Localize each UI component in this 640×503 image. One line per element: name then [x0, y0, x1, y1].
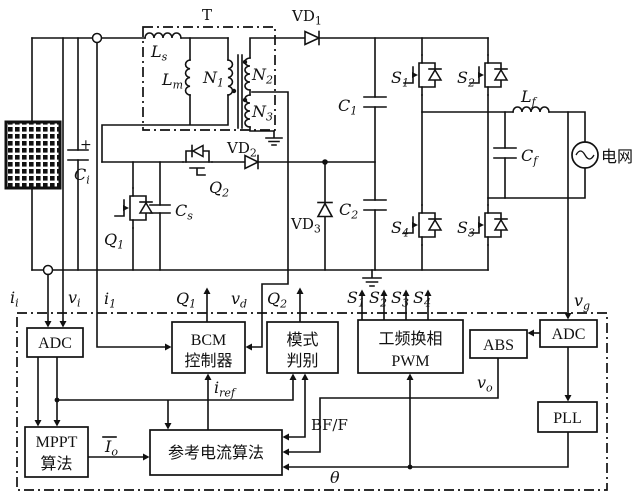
label-cf: Cf: [521, 146, 539, 168]
power-stage-wires: [31, 32, 586, 348]
label-block-mode-1: 模式: [286, 331, 318, 349]
label-lf: Lf: [520, 87, 538, 109]
mosfet-s2-icon: [469, 54, 509, 96]
label-sig-s2: S2: [369, 288, 387, 310]
block-adc-left: [26, 327, 84, 358]
mosfet-q1-icon: [114, 187, 154, 229]
label-n3: N3: [251, 102, 273, 124]
label-s3: S3: [457, 218, 475, 240]
label-transformer: T: [202, 6, 212, 24]
block-ref-current: [149, 429, 283, 476]
mosfet-s3-icon: [469, 204, 509, 246]
label-block-mppt-2: 算法: [40, 454, 72, 473]
label-c1: C1: [338, 96, 357, 118]
label-ci: Ci: [74, 165, 90, 187]
diode-vd3-icon: [316, 201, 334, 218]
block-mode-detect: [266, 321, 339, 374]
label-block-mode-2: 判别: [286, 352, 318, 370]
label-vd3: VD3: [290, 215, 321, 236]
label-block-adc-left: ADC: [38, 335, 72, 352]
label-c2: C2: [339, 200, 358, 222]
label-s4: S4: [391, 218, 409, 240]
block-pll: [537, 401, 598, 433]
block-adc-right: [539, 319, 598, 348]
diode-vd1-icon: [304, 30, 321, 46]
pv-panel-icon: [4, 120, 62, 190]
mosfet-q2-icon: [182, 144, 213, 176]
label-block-adc-right: ADC: [552, 326, 586, 343]
label-block-abs: ABS: [483, 337, 514, 354]
svg-text:Io: Io: [104, 437, 118, 459]
label-sig-s4: S4: [413, 288, 431, 310]
label-ci-plus: +: [80, 137, 92, 153]
label-s1: S1: [391, 68, 409, 90]
transformer-box: [142, 26, 276, 131]
label-sig-q2: Q2: [267, 289, 287, 311]
label-block-ref: 参考电流算法: [168, 443, 264, 462]
label-vd2: VD2: [226, 139, 257, 160]
label-sig-theta: θ: [330, 468, 340, 487]
label-sig-s3: S3: [391, 288, 409, 310]
label-n2: N2: [251, 65, 273, 87]
label-grid: 电网: [601, 148, 633, 166]
label-sig-q1: Q1: [176, 289, 196, 311]
control-section-border: [16, 312, 608, 491]
label-sig-vo: vo: [477, 373, 493, 395]
ground-icon-n3: [265, 130, 283, 146]
label-sig-ii: ii: [10, 288, 19, 310]
label-q1: Q1: [104, 230, 124, 252]
label-sig-bff: BF/F: [311, 416, 348, 434]
label-sig-s1: S1: [347, 288, 365, 310]
label-vd1: VD1: [291, 7, 322, 28]
label-block-pwm-1: 工频换相: [378, 330, 442, 348]
block-line-freq-pwm: [357, 319, 464, 374]
label-lm: Lm: [161, 70, 183, 92]
label-sig-iref: iref: [214, 378, 237, 400]
block-mppt: [24, 426, 89, 478]
block-abs: [469, 329, 528, 359]
mosfet-switches: [114, 54, 509, 246]
control-wires: [37, 273, 569, 468]
label-sig-vd: vd: [231, 289, 247, 311]
label-cs: Cs: [175, 201, 193, 223]
control-blocks: [24, 319, 598, 478]
label-sig-vg: vg: [574, 291, 590, 313]
grid-source-icon: [571, 141, 599, 169]
label-block-pwm-2: PWM: [391, 353, 429, 370]
current-node-ii: [42, 264, 54, 276]
mosfet-s1-icon: [403, 54, 443, 96]
label-sig-vi: vi: [68, 288, 81, 310]
label-sig-i1: i1: [104, 289, 116, 311]
label-sig-io: Io: [102, 436, 118, 459]
diode-vd2-icon: [244, 154, 260, 170]
arrowheads: [34, 287, 572, 471]
ground-icon-main: [362, 269, 382, 287]
current-node-i1: [91, 32, 103, 44]
label-block-pll: PLL: [553, 410, 581, 427]
label-q2: Q2: [209, 178, 229, 200]
label-s2: S2: [457, 68, 475, 90]
label-block-mppt-1: MPPT: [36, 434, 78, 451]
label-n1: N1: [202, 68, 224, 90]
label-ls: Ls: [150, 42, 168, 64]
label-block-bcm-2: 控制器: [184, 352, 232, 370]
label-block-bcm-1: BCM: [191, 332, 227, 349]
winding-dots: [54, 59, 413, 470]
block-bcm-controller: [171, 321, 246, 374]
mosfet-s4-icon: [403, 204, 443, 246]
